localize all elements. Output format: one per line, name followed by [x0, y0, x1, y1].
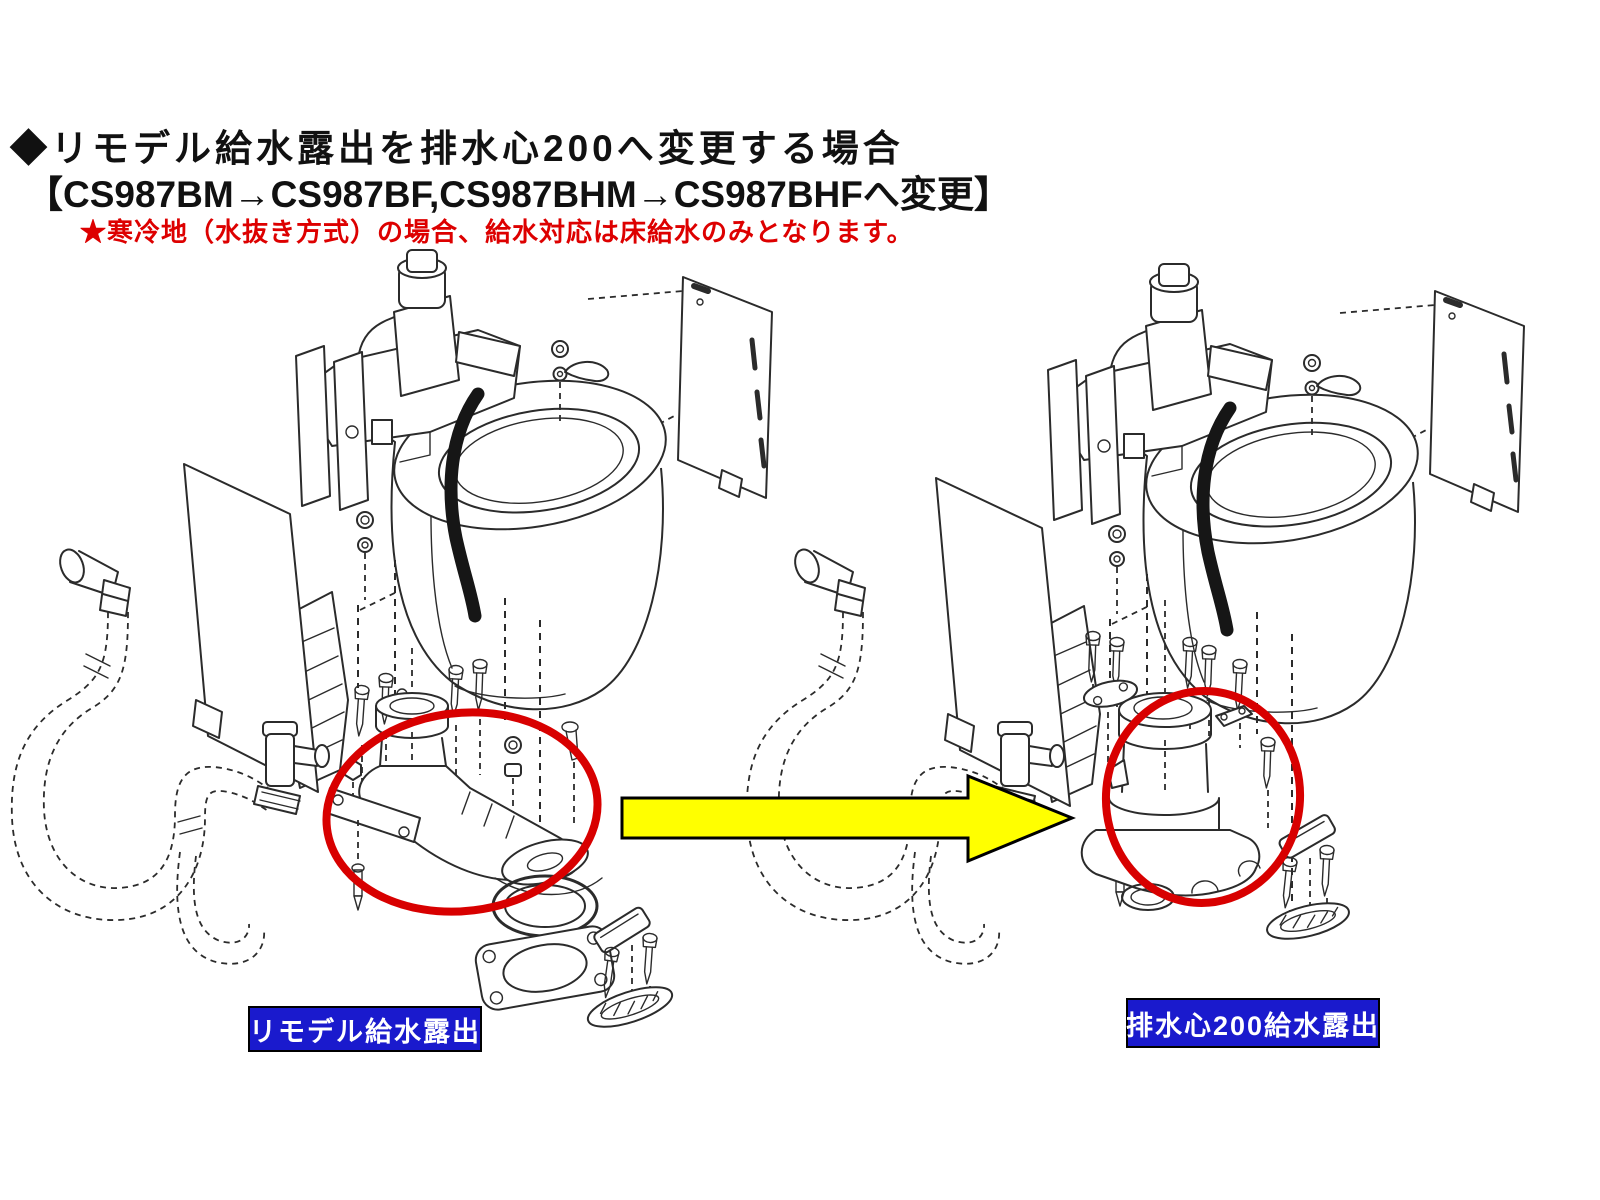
page-title: ◆リモデル給水露出を排水心200へ変更する場合	[10, 128, 904, 169]
highlight-circle-right	[1101, 687, 1305, 907]
exploded-diagram-right	[745, 264, 1524, 965]
spacer-and-screws-right	[1266, 814, 1350, 940]
page-subtitle: 【CS987BM→CS987BF,CS987BHM→CS987BHFへ変更】	[26, 174, 1011, 215]
caption-right: 排水心200給水露出	[1126, 998, 1380, 1048]
cold-region-note: ★寒冷地（水抜き方式）の場合、給水対応は床給水のみとなります。	[80, 217, 914, 247]
change-arrow	[620, 773, 1076, 864]
gasket-and-flange-left	[474, 874, 674, 1028]
remodel-drain-assembly	[323, 648, 603, 911]
caption-left: リモデル給水露出	[248, 1006, 482, 1052]
exploded-diagram-left	[10, 250, 772, 1028]
highlight-circle-left	[322, 708, 602, 916]
drain-socket-200	[1080, 600, 1261, 911]
